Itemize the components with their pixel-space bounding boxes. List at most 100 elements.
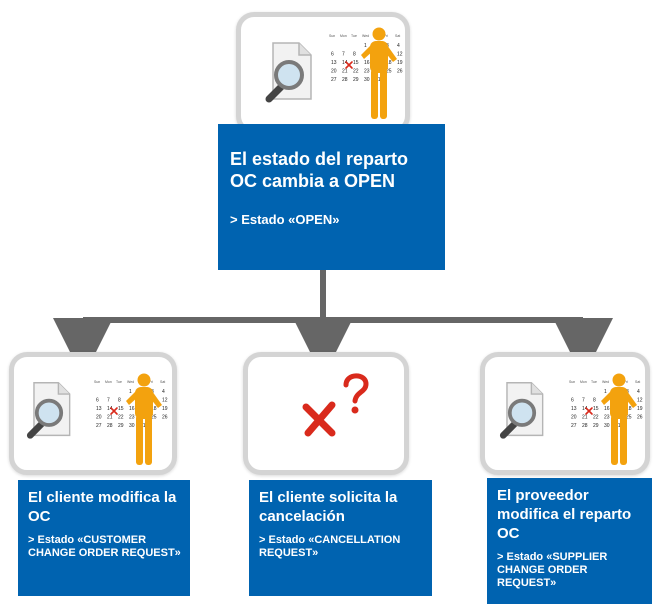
calendar-day: 19 [397, 60, 403, 66]
calendar-day: 15 [118, 406, 124, 412]
calendar-weekday: Sun [329, 34, 335, 38]
person-figure [601, 373, 637, 465]
calendar-day: 29 [353, 77, 359, 83]
calendar-day: 12 [637, 398, 643, 404]
calendar-day: 8 [118, 398, 121, 404]
calendar-day: 13 [331, 60, 337, 66]
calendar-day: 6 [96, 398, 99, 404]
calendar-weekday: Wed [127, 380, 134, 384]
calendar-day: 25 [386, 69, 392, 75]
cancel-x-icon [302, 401, 336, 437]
calendar-day: 27 [571, 423, 577, 429]
top-status-box: El estado del reparto OC cambia a OPEN >… [218, 124, 445, 270]
calendar-day: 14 [342, 60, 348, 66]
calendar-day: 25 [151, 415, 157, 421]
calendar-day: 21 [107, 415, 113, 421]
calendar-day: 22 [353, 69, 359, 75]
document-search-icon [265, 42, 312, 103]
center-image-card [243, 352, 409, 475]
calendar-day: 25 [626, 415, 632, 421]
calendar-cross-mark [110, 407, 118, 415]
calendar-day: 30 [364, 77, 370, 83]
document-search-icon [26, 382, 71, 439]
left-status-box: El cliente modifica la OC > Estado «CUST… [18, 480, 190, 596]
calendar-weekday: Sat [635, 380, 640, 384]
right-status-box: El proveedor modifica el reparto OC > Es… [487, 478, 652, 604]
calendar-day: 4 [637, 389, 640, 395]
right-image-card: SunMonTueWedThuFriSat1234567891011121314… [480, 352, 650, 475]
calendar-day: 6 [571, 398, 574, 404]
calendar-day: 22 [593, 415, 599, 421]
calendar-day: 29 [593, 423, 599, 429]
calendar-day: 28 [342, 77, 348, 83]
calendar-weekday: Wed [602, 380, 609, 384]
calendar-cross-mark [585, 407, 593, 415]
calendar-person-icon: SunMonTueWedThuFriSat1234567891011121314… [569, 373, 643, 465]
calendar-day: 14 [582, 406, 588, 412]
calendar-day: 29 [118, 423, 124, 429]
left-status: > Estado «CUSTOMER CHANGE ORDER REQUEST» [28, 534, 181, 559]
calendar-day: 18 [386, 60, 392, 66]
calendar-day: 27 [331, 77, 337, 83]
person-figure [126, 373, 162, 465]
calendar-day: 13 [96, 406, 102, 412]
center-status-box: El cliente solicita la cancelación > Est… [249, 480, 432, 596]
calendar-day: 21 [582, 415, 588, 421]
calendar-day: 23 [604, 415, 610, 421]
right-title: El proveedor modifica el reparto OC [497, 487, 632, 542]
calendar-person-icon: SunMonTueWedThuFriSat1234567891011121314… [329, 27, 403, 119]
calendar-day: 16 [129, 406, 135, 412]
calendar-weekday: Fri [624, 380, 628, 384]
calendar-day: 26 [397, 69, 403, 75]
calendar-day: 15 [593, 406, 599, 412]
calendar-day: 22 [118, 415, 124, 421]
calendar-day: 14 [107, 406, 113, 412]
center-status: > Estado «CANCELLATION REQUEST» [259, 534, 401, 559]
left-title: El cliente modifica la OC [28, 489, 177, 525]
calendar-day: 6 [331, 52, 334, 58]
calendar-day: 18 [151, 406, 157, 412]
top-image-card: SunMonTueWedThuFriSat1234567891011121314… [236, 12, 410, 134]
calendar-day: 7 [582, 398, 585, 404]
calendar-day: 23 [129, 415, 135, 421]
calendar-day: 1 [364, 43, 367, 49]
calendar-day: 1 [129, 389, 132, 395]
calendar-weekday: Sat [395, 34, 400, 38]
left-image-card: SunMonTueWedThuFriSat1234567891011121314… [9, 352, 177, 475]
calendar-day: 20 [571, 415, 577, 421]
calendar-weekday: Sun [569, 380, 575, 384]
calendar-weekday: Tue [116, 380, 122, 384]
calendar-day: 1 [604, 389, 607, 395]
calendar-person-icon: SunMonTueWedThuFriSat1234567891011121314… [94, 373, 168, 465]
person-figure [361, 27, 397, 119]
right-status: > Estado «SUPPLIER CHANGE ORDER REQUEST» [497, 551, 608, 589]
calendar-day: 27 [96, 423, 102, 429]
calendar-day: 28 [582, 423, 588, 429]
calendar-day: 30 [129, 423, 135, 429]
calendar-day: 15 [353, 60, 359, 66]
calendar-weekday: Sun [94, 380, 100, 384]
calendar-day: 4 [162, 389, 165, 395]
calendar-day: 26 [637, 415, 643, 421]
calendar-weekday: Fri [149, 380, 153, 384]
calendar-weekday: Fri [384, 34, 388, 38]
calendar-day: 12 [397, 52, 403, 58]
calendar-day: 19 [637, 406, 643, 412]
calendar-day: 8 [353, 52, 356, 58]
calendar-cross-mark [345, 61, 353, 69]
calendar-day: 20 [96, 415, 102, 421]
calendar-weekday: Wed [362, 34, 369, 38]
calendar-day: 4 [397, 43, 400, 49]
calendar-day: 28 [107, 423, 113, 429]
document-search-icon [499, 382, 544, 439]
calendar-weekday: Sat [160, 380, 165, 384]
calendar-weekday: Tue [591, 380, 597, 384]
calendar-day: 18 [626, 406, 632, 412]
question-mark-icon [343, 373, 369, 414]
calendar-day: 12 [162, 398, 168, 404]
calendar-day: 16 [604, 406, 610, 412]
calendar-weekday: Mon [105, 380, 112, 384]
calendar-weekday: Mon [580, 380, 587, 384]
calendar-day: 30 [604, 423, 610, 429]
